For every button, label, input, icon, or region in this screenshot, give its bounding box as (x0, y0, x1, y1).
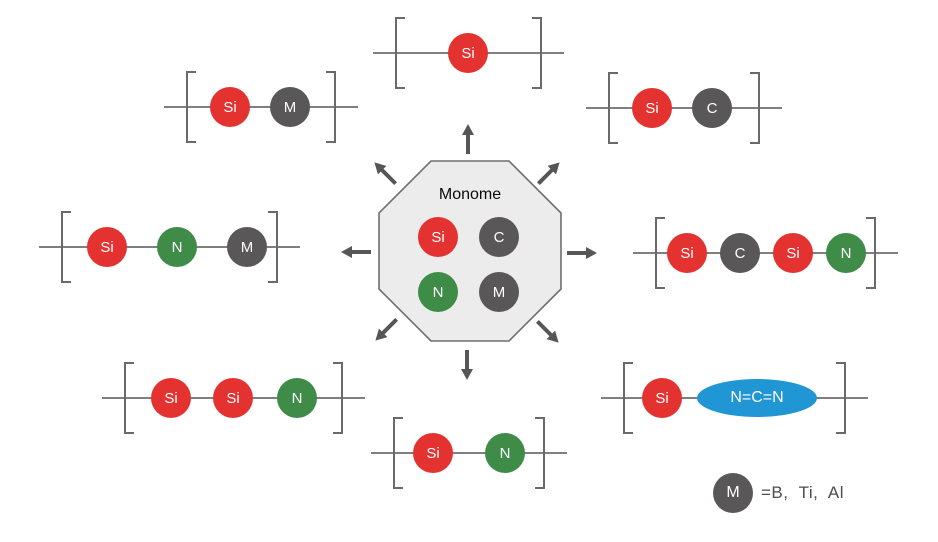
bracket-right (326, 71, 336, 143)
repeat-unit-si-si-n: Si Si N (102, 354, 365, 442)
repeat-unit-si-c: Si C (586, 64, 782, 152)
arrow-right-icon (567, 251, 588, 255)
repeat-unit-si: Si (373, 9, 564, 97)
atom-circle-si: Si (151, 378, 191, 418)
bracket-right (836, 362, 846, 434)
bracket-left (393, 417, 403, 489)
monomer-atom-n: N (418, 272, 458, 312)
atom-circle-si: Si (210, 87, 250, 127)
bracket-left (124, 362, 134, 434)
bracket-left (186, 71, 196, 143)
bracket-right (333, 362, 343, 434)
atom-circle-m: M (270, 87, 310, 127)
chain-line (633, 252, 898, 254)
bracket-left (655, 217, 665, 289)
repeat-unit-si-n: Si N (371, 409, 567, 497)
chain-line (586, 107, 782, 109)
atom-circle-si: Si (667, 233, 707, 273)
monomer-atom-si: Si (418, 217, 458, 257)
atom-circle-si: Si (642, 378, 682, 418)
monomer-atom-m: M (479, 272, 519, 312)
atom-circle-c: C (720, 233, 760, 273)
chain-line (164, 106, 358, 108)
atom-circle-si: Si (632, 88, 672, 128)
atom-circle-si: Si (413, 433, 453, 473)
atom-circle-si: Si (87, 227, 127, 267)
atom-circle-n: N (277, 378, 317, 418)
bracket-right (750, 72, 760, 144)
legend: M =B, Ti, Al (713, 473, 844, 513)
atom-circle-n: N (826, 233, 866, 273)
bracket-left (623, 362, 633, 434)
arrow-down-icon (465, 350, 469, 371)
monomer-label: Monome (438, 186, 502, 203)
atom-circle-n: N (157, 227, 197, 267)
atom-circle-n: N (485, 433, 525, 473)
ncn-group-ellipse: N=C=N (697, 379, 817, 417)
repeat-unit-si-m: Si M (164, 63, 358, 151)
bracket-right (535, 417, 545, 489)
repeat-unit-si-ncn: Si N=C=N (601, 354, 868, 442)
bracket-left (61, 211, 71, 283)
legend-text: =B, Ti, Al (761, 483, 845, 502)
bracket-right (866, 217, 876, 289)
arrow-left-icon (350, 250, 371, 254)
bracket-right (268, 211, 278, 283)
bracket-left (608, 72, 618, 144)
chain-line (371, 452, 567, 454)
bracket-left (395, 17, 405, 89)
monomer-atom-c: C (479, 217, 519, 257)
atom-circle-m: M (227, 227, 267, 267)
atom-circle-si: Si (448, 33, 488, 73)
atom-circle-si: Si (773, 233, 813, 273)
repeat-unit-si-c-si-n: Si C Si N (633, 209, 898, 297)
arrow-up-icon (466, 133, 470, 154)
atom-circle-si: Si (213, 378, 253, 418)
bracket-right (532, 17, 542, 89)
atom-circle-c: C (692, 88, 732, 128)
legend-m-circle: M (713, 473, 753, 513)
